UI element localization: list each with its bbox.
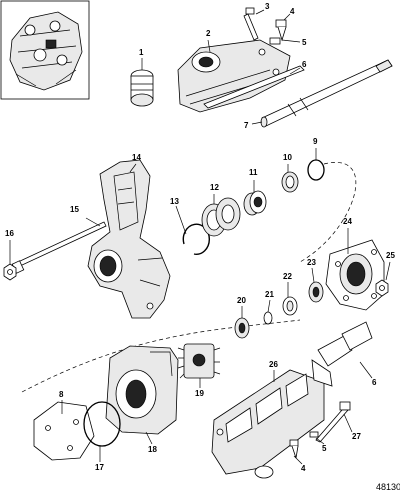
part-19-impeller xyxy=(177,343,221,379)
callout-3: 3 xyxy=(265,2,270,11)
callout-10: 10 xyxy=(283,153,292,162)
callout-27: 27 xyxy=(352,432,361,441)
part-20-bearing xyxy=(234,317,250,339)
callout-8: 8 xyxy=(59,390,64,399)
callout-17: 17 xyxy=(95,463,104,472)
callout-7: 7 xyxy=(244,121,249,130)
callout-25: 25 xyxy=(386,251,395,260)
part-6-gasket xyxy=(203,65,305,109)
assembly-path-line xyxy=(21,162,357,393)
part-24-cover-plate xyxy=(325,239,385,311)
part-3-screw xyxy=(243,7,259,41)
callout-22: 22 xyxy=(283,272,292,281)
callout-15: 15 xyxy=(70,205,79,214)
part-14-pump-bracket xyxy=(87,159,171,319)
callout-1: 1 xyxy=(139,48,144,57)
leader-lines xyxy=(9,9,391,465)
part-23-bearing xyxy=(308,281,324,303)
part-25-nut xyxy=(375,279,389,297)
callout-14: 14 xyxy=(132,153,141,162)
part-4-bolt xyxy=(275,19,287,42)
part-7-drive-shaft xyxy=(260,59,393,128)
part-4-lower-bolt xyxy=(289,439,299,459)
callout-12: 12 xyxy=(210,183,219,192)
part-6-manifold-gasket xyxy=(311,321,373,387)
callout-6-top: 6 xyxy=(302,60,307,69)
callout-19: 19 xyxy=(195,389,204,398)
callout-20: 20 xyxy=(237,296,246,305)
callout-11: 11 xyxy=(249,168,258,177)
callout-23: 23 xyxy=(307,258,316,267)
callout-labels: 1 2 3 4 5 6 7 14 15 13 12 11 10 9 16 24 … xyxy=(5,2,395,473)
part-8-back-plate xyxy=(33,401,95,461)
part-12-bearing xyxy=(201,197,241,237)
part-27-bolt xyxy=(315,401,351,443)
part-10-seal xyxy=(281,171,299,193)
part-1-hose-fitting xyxy=(130,69,154,107)
part-9-o-ring xyxy=(307,159,325,181)
callout-9: 9 xyxy=(313,137,318,146)
inset-locator-view xyxy=(0,0,90,100)
part-11-bearing xyxy=(243,190,267,216)
callout-2: 2 xyxy=(206,29,211,38)
part-2-housing-cover xyxy=(177,39,291,113)
figure-number: 48130 xyxy=(376,482,400,492)
callout-16: 16 xyxy=(5,229,14,238)
callout-24: 24 xyxy=(343,217,352,226)
callout-6-lower: 6 xyxy=(372,378,377,387)
part-22-seal xyxy=(282,296,298,316)
part-5-washer xyxy=(269,37,281,45)
callout-4-lower: 4 xyxy=(301,464,306,473)
callout-18: 18 xyxy=(148,445,157,454)
part-18-pump-body xyxy=(105,345,179,435)
part-26-manifold xyxy=(211,369,325,479)
part-21-washer xyxy=(263,311,273,325)
callout-26: 26 xyxy=(269,360,278,369)
part-16-nut xyxy=(3,263,17,281)
callout-5-lower: 5 xyxy=(322,444,327,453)
callout-4-top: 4 xyxy=(290,7,295,16)
callout-21: 21 xyxy=(265,290,274,299)
callout-5-top: 5 xyxy=(302,38,307,47)
part-5-lower-washer xyxy=(309,431,319,438)
part-17-o-ring xyxy=(83,401,121,447)
callout-13: 13 xyxy=(170,197,179,206)
